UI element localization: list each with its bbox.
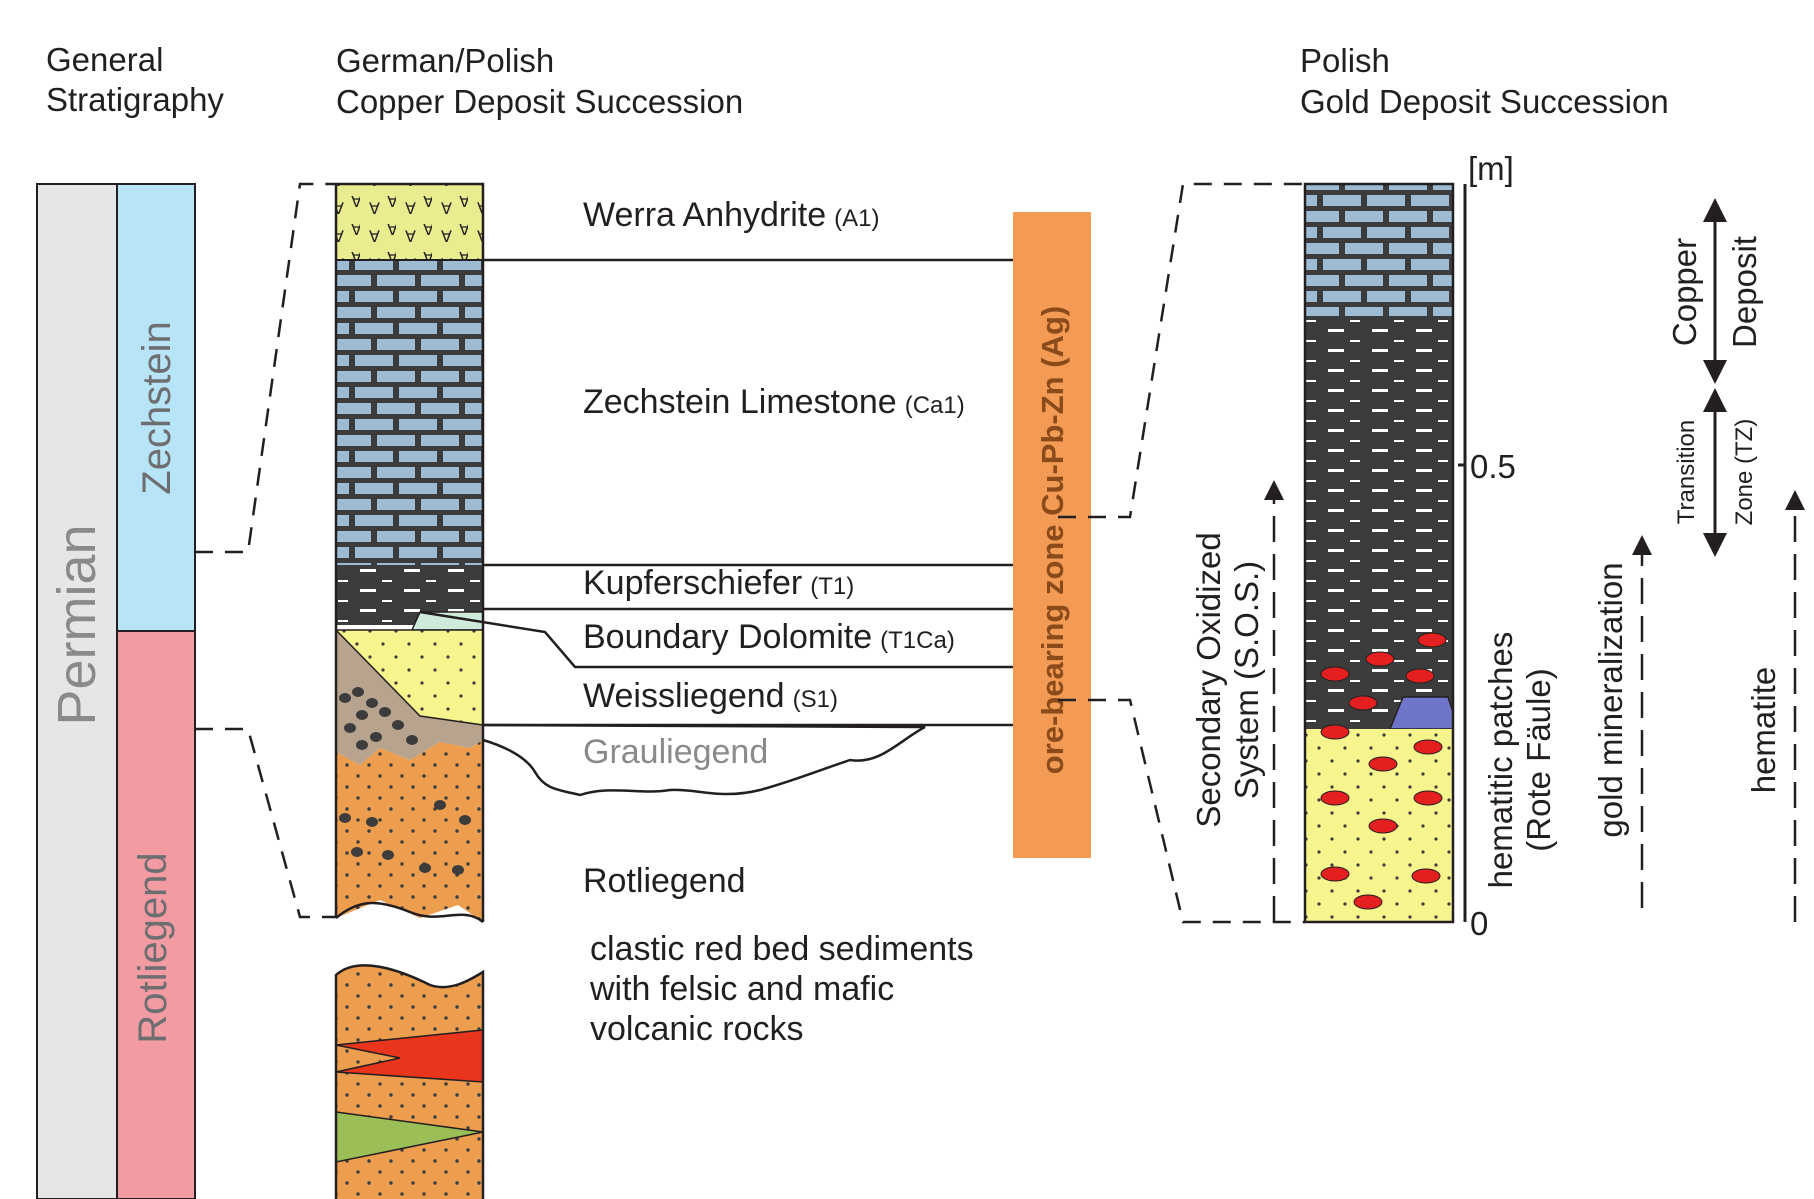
polish-header-line1: Polish bbox=[1300, 42, 1390, 79]
polish-header-line2: Gold Deposit Succession bbox=[1300, 83, 1669, 120]
gold-limestone-layer bbox=[1305, 184, 1453, 316]
weissliegend-boundary-lines bbox=[335, 629, 484, 726]
sos-label-line2: System (S.O.S.) bbox=[1228, 561, 1265, 799]
gold-column-outline bbox=[1303, 182, 1455, 924]
unit-rotliegend-label: Rotliegend bbox=[583, 862, 746, 900]
unit-weissliegend-label: Weissliegend(S1) bbox=[583, 677, 838, 715]
hematite-label: hematite bbox=[1745, 667, 1782, 794]
scale-unit-label: [m] bbox=[1468, 150, 1514, 187]
zechstein-column bbox=[116, 183, 196, 632]
rotliegend-note-line2: with felsic and mafic bbox=[589, 970, 894, 1008]
column-break-upper bbox=[335, 901, 484, 924]
unit-kupferschiefer-label: Kupferschiefer(T1) bbox=[583, 564, 854, 602]
hematitic-label-line1: hematitic patches bbox=[1482, 632, 1519, 889]
german-header-line2: Copper Deposit Succession bbox=[336, 83, 743, 120]
ore-zone-bar bbox=[1013, 212, 1091, 858]
pebbles-group bbox=[339, 687, 471, 875]
scale-tick-half: 0.5 bbox=[1470, 448, 1516, 485]
zechstein-label: Zechstein bbox=[135, 321, 179, 494]
rotliegend-note-line3: volcanic rocks bbox=[590, 1010, 804, 1048]
unit-werra-label: Werra Anhydrite(A1) bbox=[583, 196, 880, 234]
copper-deposit-label-line1: Copper bbox=[1666, 238, 1703, 346]
limestone-layer bbox=[336, 260, 483, 565]
anhydrite-layer bbox=[336, 184, 483, 260]
permian-label: Permian bbox=[47, 524, 107, 725]
hematitic-label-line2: (Rote Fäule) bbox=[1520, 668, 1557, 851]
copper-column-outline-upper bbox=[334, 182, 485, 922]
unit-boundary-dolomite-label: Boundary Dolomite(T1Ca) bbox=[583, 618, 955, 656]
transition-label-line2: Zone (TZ) bbox=[1731, 419, 1758, 526]
grauliegend-layer bbox=[336, 630, 483, 765]
general-header-line2: Stratigraphy bbox=[46, 81, 224, 118]
transition-label-line1: Transition bbox=[1673, 420, 1700, 524]
connector-general-to-german bbox=[195, 182, 336, 919]
volcanic-red-wedge bbox=[335, 1029, 484, 1083]
redbed-lower-layer bbox=[336, 965, 483, 1199]
unit-limestone-label: Zechstein Limestone(Ca1) bbox=[583, 383, 965, 421]
hematitic-patches-group bbox=[1320, 632, 1447, 910]
copper-column-outline-lower bbox=[334, 964, 485, 1199]
rotliegend-label: Rotliegend bbox=[131, 852, 175, 1043]
connector-german-to-polish bbox=[1058, 182, 1305, 924]
unit-boundary-lines bbox=[419, 258, 1013, 797]
unit-labels: Werra Anhydrite(A1) Zechstein Limestone(… bbox=[583, 196, 974, 1048]
scale-tick-zero: 0 bbox=[1470, 905, 1488, 942]
unit-grauliegend-label: Grauliegend bbox=[583, 733, 768, 771]
gold-label: gold mineralization bbox=[1592, 562, 1629, 837]
sos-label-line1: Secondary Oxidized bbox=[1190, 532, 1227, 827]
permian-column bbox=[36, 183, 118, 1199]
gold-succession-column bbox=[1303, 182, 1455, 924]
german-header-line1: German/Polish bbox=[336, 42, 554, 79]
rotliegend-note-line1: clastic red bed sediments bbox=[590, 930, 974, 968]
depth-scale: [m] 0.5 0 bbox=[1458, 150, 1516, 942]
rotliegend-column bbox=[116, 630, 196, 1199]
gold-shale-layer bbox=[1305, 316, 1453, 729]
copper-succession-column bbox=[334, 182, 485, 1199]
general-stratigraphy-columns: Permian Zechstein Rotliegend bbox=[36, 183, 196, 1199]
ore-zone-label: ore-bearing zone Cu-Pb-Zn (Ag) bbox=[1035, 306, 1070, 774]
general-header-line1: General bbox=[46, 41, 163, 78]
redbed-upper-layer bbox=[336, 740, 483, 922]
weissliegend-layer bbox=[336, 630, 483, 725]
copper-deposit-label-line2: Deposit bbox=[1726, 236, 1763, 348]
